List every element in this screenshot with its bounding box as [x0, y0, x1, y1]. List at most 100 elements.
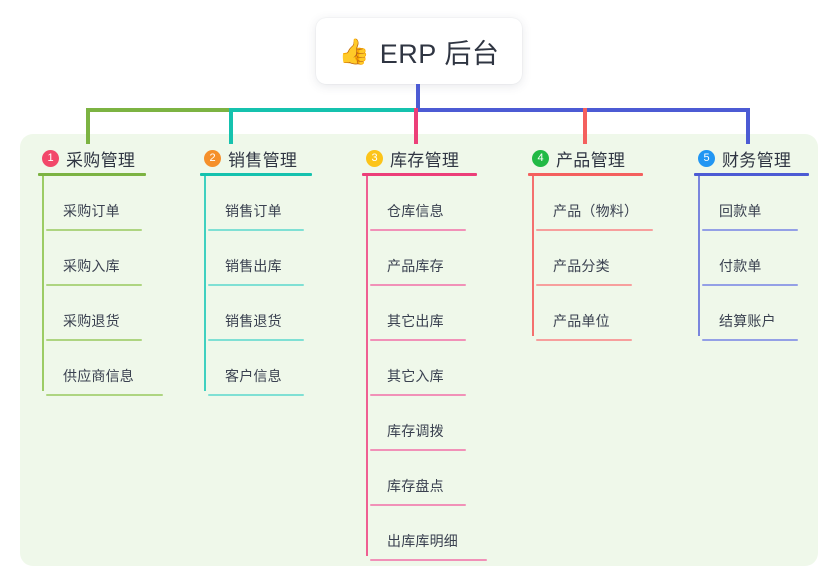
leaf-item[interactable]: 回款单 — [698, 176, 836, 231]
leaf-rule — [46, 284, 142, 286]
branch-header-5[interactable]: 5 财务管理 — [694, 143, 836, 173]
leaf-label: 采购订单 — [63, 203, 120, 219]
leaf-label: 采购入库 — [63, 258, 120, 274]
leaf-item[interactable]: 采购入库 — [42, 231, 198, 286]
branch-column-4: 4 产品管理 产品（物料） 产品分类 产品单位 — [528, 143, 688, 341]
leaf-label: 采购退货 — [63, 313, 120, 329]
connector-root-stem — [416, 84, 420, 110]
branch-title-5: 财务管理 — [722, 150, 792, 170]
branch-items-3: 仓库信息 产品库存 其它出库 其它入库 库存调拨 库存盘点 — [362, 176, 522, 561]
connector-bar-green — [86, 108, 229, 112]
leaf-item[interactable]: 采购退货 — [42, 286, 198, 341]
branch-title-3: 库存管理 — [390, 150, 460, 170]
leaf-label: 库存调拨 — [387, 423, 444, 439]
leaf-rule — [536, 229, 653, 231]
branch-rule-3 — [362, 173, 477, 176]
leaf-label: 供应商信息 — [63, 368, 134, 384]
leaf-item[interactable]: 仓库信息 — [366, 176, 522, 231]
connector-drop-3 — [414, 108, 418, 144]
leaf-rule — [370, 229, 466, 231]
leaf-label: 销售退货 — [225, 313, 282, 329]
leaf-label: 销售订单 — [225, 203, 282, 219]
leaf-rule — [208, 284, 304, 286]
leaf-item[interactable]: 客户信息 — [204, 341, 358, 396]
connector-bar-teal — [229, 108, 416, 112]
branch-badge-2: 2 — [204, 149, 221, 167]
branch-column-5: 5 财务管理 回款单 付款单 结算账户 — [694, 143, 836, 341]
branch-column-1: 1 采购管理 采购订单 采购入库 采购退货 供应商信息 — [38, 143, 198, 396]
leaf-rule — [46, 339, 142, 341]
branch-spine-3 — [366, 176, 368, 556]
leaf-item[interactable]: 其它入库 — [366, 341, 522, 396]
leaf-item[interactable]: 付款单 — [698, 231, 836, 286]
branch-rule-5 — [694, 173, 809, 176]
leaf-rule — [370, 284, 466, 286]
branches-panel — [20, 134, 818, 566]
leaf-rule — [370, 394, 466, 396]
branch-rule-2 — [200, 173, 312, 176]
branch-title-4: 产品管理 — [556, 150, 626, 170]
branch-items-5: 回款单 付款单 结算账户 — [694, 176, 836, 341]
leaf-item[interactable]: 其它出库 — [366, 286, 522, 341]
branch-header-2[interactable]: 2 销售管理 — [200, 143, 358, 173]
leaf-item[interactable]: 产品（物料） — [532, 176, 688, 231]
leaf-item[interactable]: 采购订单 — [42, 176, 198, 231]
leaf-item[interactable]: 产品分类 — [532, 231, 688, 286]
connector-drop-2 — [229, 108, 233, 144]
leaf-item[interactable]: 库存盘点 — [366, 451, 522, 506]
leaf-item[interactable]: 供应商信息 — [42, 341, 198, 396]
leaf-label: 付款单 — [719, 258, 762, 274]
leaf-item[interactable]: 产品单位 — [532, 286, 688, 341]
branch-header-4[interactable]: 4 产品管理 — [528, 143, 688, 173]
branch-rule-1 — [38, 173, 146, 176]
root-node-title: ERP 后台 — [379, 38, 500, 69]
branch-badge-1: 1 — [42, 149, 59, 167]
leaf-rule — [208, 339, 304, 341]
leaf-rule — [370, 449, 466, 451]
branch-rule-4 — [528, 173, 643, 176]
branch-header-1[interactable]: 1 采购管理 — [38, 143, 198, 173]
leaf-item[interactable]: 结算账户 — [698, 286, 836, 341]
connector-drop-5 — [746, 108, 750, 144]
leaf-rule — [208, 394, 304, 396]
leaf-rule — [702, 229, 798, 231]
leaf-label: 仓库信息 — [387, 203, 444, 219]
leaf-label: 出库库明细 — [387, 533, 458, 549]
leaf-rule — [46, 394, 163, 396]
leaf-label: 库存盘点 — [387, 478, 444, 494]
thumbs-up-icon: 👍 — [338, 37, 370, 66]
leaf-item[interactable]: 产品库存 — [366, 231, 522, 286]
leaf-item[interactable]: 销售订单 — [204, 176, 358, 231]
leaf-label: 产品（物料） — [553, 203, 639, 219]
branch-header-3[interactable]: 3 库存管理 — [362, 143, 522, 173]
branch-title-1: 采购管理 — [66, 150, 136, 170]
leaf-rule — [370, 339, 466, 341]
branch-badge-4: 4 — [532, 149, 549, 167]
leaf-label: 结算账户 — [719, 313, 776, 329]
leaf-rule — [370, 504, 466, 506]
branch-spine-4 — [532, 176, 534, 336]
leaf-label: 产品单位 — [553, 313, 610, 329]
leaf-label: 回款单 — [719, 203, 762, 219]
branch-badge-5: 5 — [698, 149, 715, 167]
leaf-rule — [702, 284, 798, 286]
branch-badge-3: 3 — [366, 149, 383, 167]
root-node[interactable]: 👍 ERP 后台 — [316, 18, 522, 84]
branch-items-4: 产品（物料） 产品分类 产品单位 — [528, 176, 688, 341]
leaf-rule — [46, 229, 142, 231]
leaf-rule — [208, 229, 304, 231]
leaf-item[interactable]: 库存调拨 — [366, 396, 522, 451]
leaf-label: 客户信息 — [225, 368, 282, 384]
branch-spine-5 — [698, 176, 700, 336]
leaf-label: 产品分类 — [553, 258, 610, 274]
connector-drop-4 — [583, 108, 587, 144]
leaf-rule — [702, 339, 798, 341]
leaf-rule — [536, 339, 632, 341]
leaf-item[interactable]: 销售退货 — [204, 286, 358, 341]
leaf-label: 其它出库 — [387, 313, 444, 329]
leaf-item[interactable]: 出库库明细 — [366, 506, 522, 561]
leaf-item[interactable]: 销售出库 — [204, 231, 358, 286]
branch-title-2: 销售管理 — [228, 150, 298, 170]
branch-spine-2 — [204, 176, 206, 391]
